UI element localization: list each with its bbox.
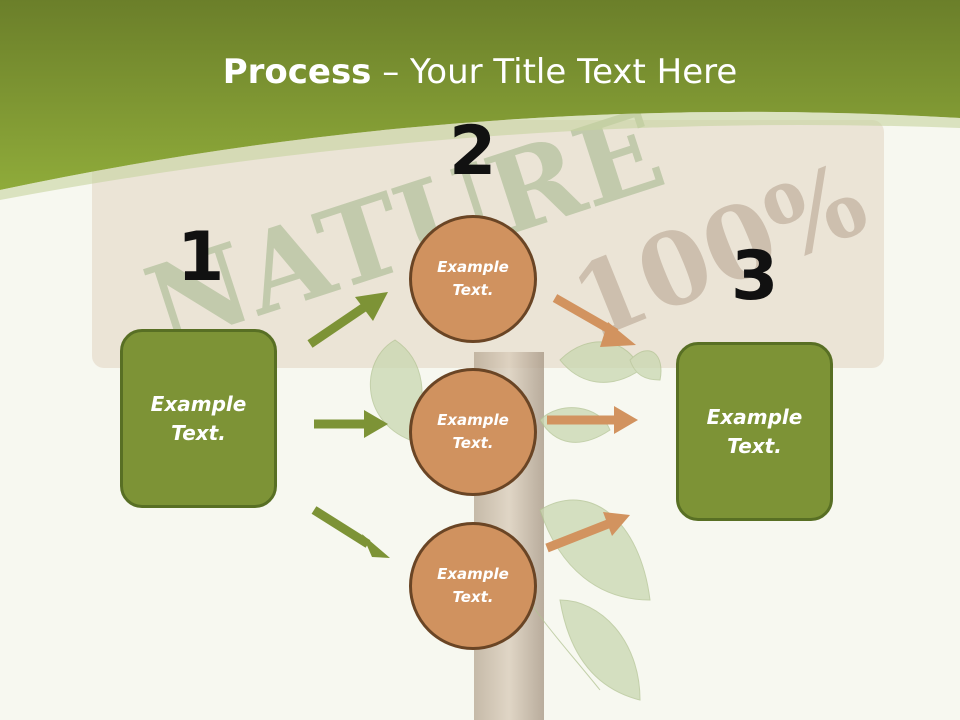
step-3-box: Example Text.	[676, 342, 833, 521]
step-1-text: Example Text.	[150, 391, 247, 445]
orange-arrows	[545, 294, 638, 553]
step-2-circle-middle: Example Text.	[409, 368, 537, 496]
step-1-box: Example Text.	[120, 329, 277, 508]
slide-title-bold: Process	[222, 52, 372, 92]
step-3-text: Example Text.	[706, 404, 803, 458]
circle-middle-text: Example Text.	[437, 411, 509, 452]
slide-title-rest: – Your Title Text Here	[371, 52, 738, 92]
step-2-circle-bottom: Example Text.	[409, 522, 537, 650]
step-number-3: 3	[731, 237, 779, 316]
circle-top-text: Example Text.	[437, 258, 509, 299]
slide-title: Process – Your Title Text Here	[0, 52, 960, 92]
step-number-1: 1	[177, 218, 225, 297]
header-curve-light	[0, 111, 960, 200]
circle-bottom-text: Example Text.	[437, 565, 509, 606]
green-arrows	[307, 292, 390, 558]
header-band	[0, 0, 960, 190]
step-2-circle-top: Example Text.	[409, 215, 537, 343]
step-number-2: 2	[449, 112, 497, 191]
